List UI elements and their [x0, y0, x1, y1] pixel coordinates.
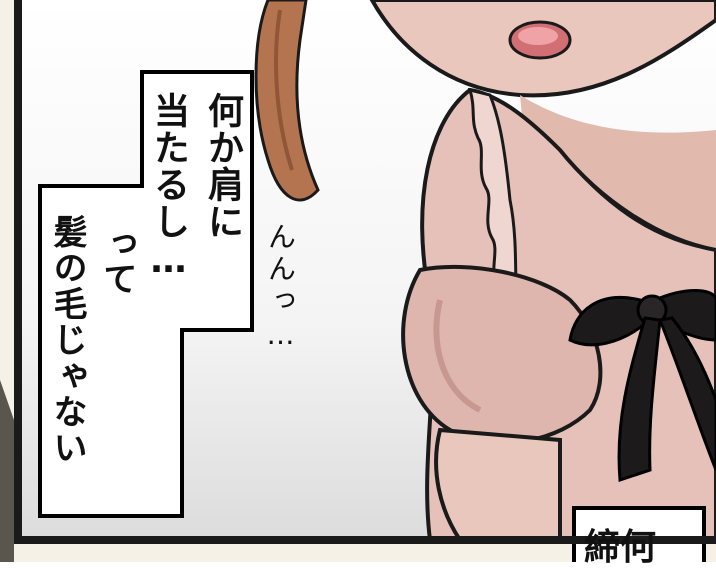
collar-line [558, 149, 716, 252]
sleeve-shade [433, 299, 482, 413]
bubble-line-1: 何か肩に [202, 92, 243, 240]
bubble-line-2: 当たるし… [148, 92, 189, 282]
ribbon-tail-left [617, 316, 662, 483]
next-panel-text: 締何 [584, 527, 657, 568]
panel-border [14, 0, 716, 544]
ribbon-loop-left [568, 295, 652, 347]
bubble-line-3: って [97, 226, 137, 296]
speech-bubble [38, 70, 254, 518]
bubble-line-4: 髪の毛じゃない [47, 214, 87, 466]
hair-shade [274, 9, 294, 171]
left-edge-shade [0, 380, 14, 562]
arm [434, 427, 563, 542]
mouth-highlight [518, 27, 558, 45]
murmur-text: んんっ… [264, 222, 297, 355]
next-panel-bubble [572, 506, 706, 562]
hair-strand [254, 0, 320, 202]
puffed-sleeve [401, 264, 603, 445]
